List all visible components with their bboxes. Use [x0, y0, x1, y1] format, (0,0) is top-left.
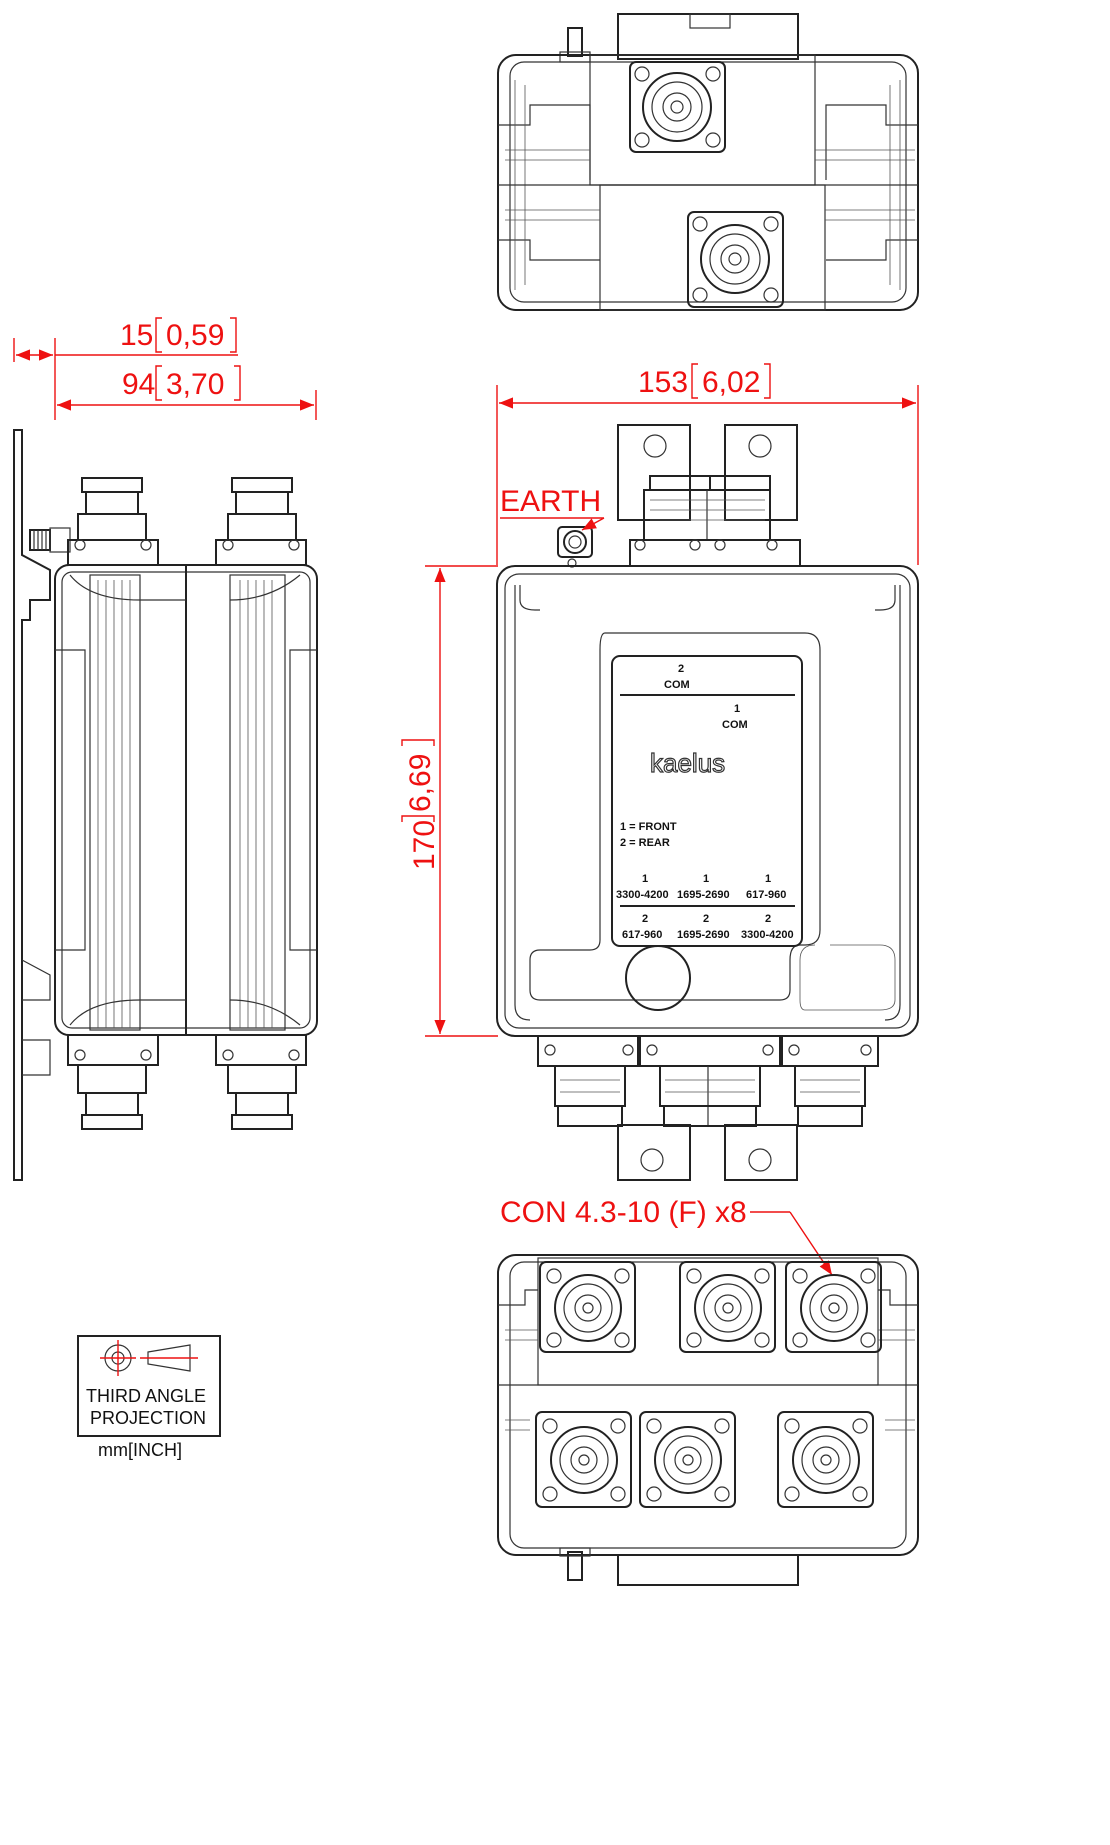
plate-row1-col1-band: 3300-4200: [616, 889, 669, 901]
label-plate: [611, 655, 803, 947]
connector-callout: CON 4.3-10 (F) x8: [500, 1196, 833, 1276]
projection-line1: THIRD ANGLE: [86, 1386, 206, 1406]
earth-terminal: [557, 526, 593, 568]
plate-top-port-2-name: COM: [664, 679, 690, 691]
units-label: mm[INCH]: [98, 1440, 182, 1460]
projection-symbol-box: THIRD ANGLE PROJECTION mm[INCH]: [77, 1335, 221, 1460]
dim-170-inch: 6,69: [404, 754, 437, 812]
dim-153-inch: 6,02: [702, 366, 760, 399]
plate-row2-col2-num: 2: [703, 913, 709, 925]
plate-row1-col3-num: 1: [765, 873, 771, 885]
connector-label: CON 4.3-10 (F) x8: [500, 1196, 747, 1229]
plate-brand-logo: kaelus: [650, 748, 725, 778]
plate-top-port-1-name: COM: [722, 719, 748, 731]
plate-row2-col2-band: 1695-2690: [677, 929, 730, 941]
plate-row2-col1-num: 2: [642, 913, 648, 925]
dimension-153: 153 6,02: [496, 363, 919, 565]
dimension-94: 94 3,70: [57, 365, 317, 420]
earth-callout: EARTH: [500, 485, 605, 531]
earth-label: EARTH: [500, 485, 601, 518]
front-view: 2 COM 1 COM kaelus 1 = FRONT 2 = REAR 1 …: [496, 424, 919, 1181]
plate-row2-col3-num: 2: [765, 913, 771, 925]
bottom-connector-3: [785, 1261, 882, 1353]
top-view: [497, 13, 919, 311]
plate-row1-col2-band: 1695-2690: [677, 889, 730, 901]
bottom-connector-1: [539, 1261, 636, 1353]
top-connector-2: [687, 211, 784, 308]
bottom-connector-5: [639, 1411, 736, 1508]
dim-94-inch: 3,70: [166, 368, 224, 401]
plate-row2-col1-band: 617-960: [622, 929, 662, 941]
dim-15-inch: 0,59: [166, 319, 224, 352]
plate-top-port-2-num: 2: [678, 663, 684, 675]
plate-row2-col3-band: 3300-4200: [741, 929, 794, 941]
dimension-15: 15 0,59: [13, 317, 238, 420]
plate-row1-col3-band: 617-960: [746, 889, 786, 901]
vent-plug: [625, 945, 691, 1011]
plate-legend-line2: 2 = REAR: [620, 837, 670, 849]
plate-legend-line1: 1 = FRONT: [620, 821, 677, 833]
dim-94-value: 94: [122, 368, 155, 401]
bottom-connector-2: [679, 1261, 776, 1353]
side-bottom-connector-left: [67, 1034, 159, 1130]
side-top-connector-left: [67, 477, 159, 566]
top-connector-1: [629, 61, 726, 153]
side-top-connector-right: [215, 477, 307, 566]
plate-row1-col1-num: 1: [642, 873, 648, 885]
projection-line2: PROJECTION: [90, 1408, 206, 1428]
side-bottom-connector-right: [215, 1034, 307, 1130]
bottom-view: [497, 1254, 919, 1586]
dim-153-value: 153: [638, 366, 688, 399]
bottom-connector-6: [777, 1411, 874, 1508]
plate-top-port-1-num: 1: [734, 703, 740, 715]
bottom-connector-4: [535, 1411, 632, 1508]
dim-15-value: 15: [120, 319, 153, 352]
side-view: [13, 429, 318, 1181]
dimension-170: 170 6,69: [401, 565, 498, 1037]
plate-row1-col2-num: 1: [703, 873, 709, 885]
dim-170-value: 170: [408, 820, 441, 870]
